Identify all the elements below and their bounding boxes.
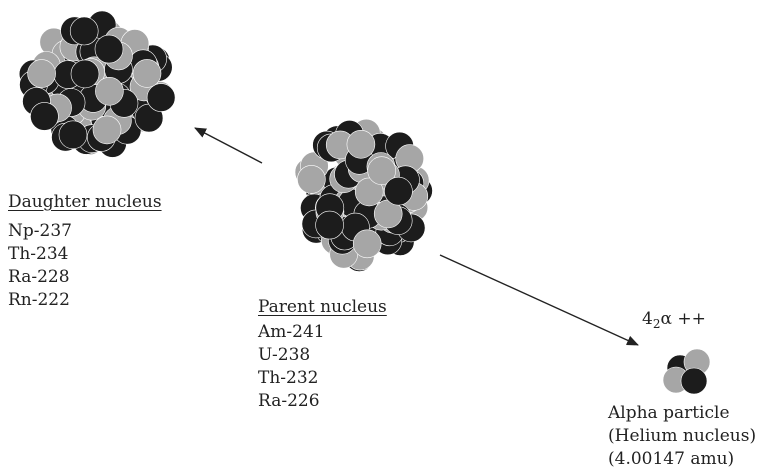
alpha-particle-title: Alpha particle — [608, 403, 730, 423]
daughter-nucleon — [70, 59, 100, 89]
daughter-isotope: Rn-222 — [8, 290, 70, 310]
parent-nucleon — [315, 210, 344, 240]
parent-nucleon — [367, 156, 397, 185]
parent-isotope: Th-232 — [258, 368, 319, 388]
alpha-charge: ++ — [671, 309, 706, 329]
parent-nucleon — [384, 176, 413, 206]
parent-isotope: U-238 — [258, 345, 311, 365]
arrow-to-alpha — [439, 254, 639, 346]
alpha-particle-mass: (4.00147 amu) — [608, 449, 735, 469]
parent-nucleus-label: Parent nucleus Am-241 U-238 Th-232 Ra-22… — [258, 296, 387, 413]
parent-nucleon — [297, 165, 326, 194]
daughter-nucleon — [92, 115, 122, 145]
parent-nucleus-heading: Parent nucleus — [258, 297, 387, 317]
alpha-mass-number: 4 — [642, 309, 653, 329]
daughter-nucleus-heading: Daughter nucleus — [8, 192, 162, 212]
daughter-nucleon — [132, 59, 162, 88]
parent-nucleon — [346, 130, 376, 159]
daughter-nucleon — [95, 77, 124, 106]
daughter-nucleus-label: Daughter nucleus Np-237 Th-234 Ra-228 Rn… — [8, 191, 162, 312]
alpha-particle-label: Alpha particle (Helium nucleus) (4.00147… — [608, 402, 756, 471]
daughter-nucleon — [58, 120, 88, 150]
alpha-nucleon — [680, 367, 708, 395]
parent-isotope: Am-241 — [258, 322, 325, 342]
daughter-nucleon — [94, 34, 124, 64]
daughter-isotope: Th-234 — [8, 244, 69, 264]
alpha-particle-graphic — [662, 348, 711, 395]
parent-nucleus-graphic — [294, 118, 433, 272]
alpha-letter: α — [660, 309, 672, 329]
daughter-isotope: Np-237 — [8, 221, 72, 241]
daughter-nucleon — [30, 102, 59, 131]
daughter-nucleon — [69, 16, 99, 46]
alpha-charge-number: 2 — [652, 317, 661, 331]
daughter-nucleon — [27, 59, 56, 88]
parent-nucleon — [352, 229, 382, 259]
daughter-isotope: Ra-228 — [8, 267, 70, 287]
daughter-nucleus-graphic — [18, 10, 176, 158]
parent-isotope: Ra-226 — [258, 391, 320, 411]
arrow-to-daughter — [194, 127, 263, 164]
alpha-symbol: 42α ++ — [642, 309, 706, 331]
parent-nucleon — [354, 177, 384, 207]
alpha-particle-subtitle: (Helium nucleus) — [608, 426, 757, 446]
daughter-nucleon — [146, 83, 176, 112]
